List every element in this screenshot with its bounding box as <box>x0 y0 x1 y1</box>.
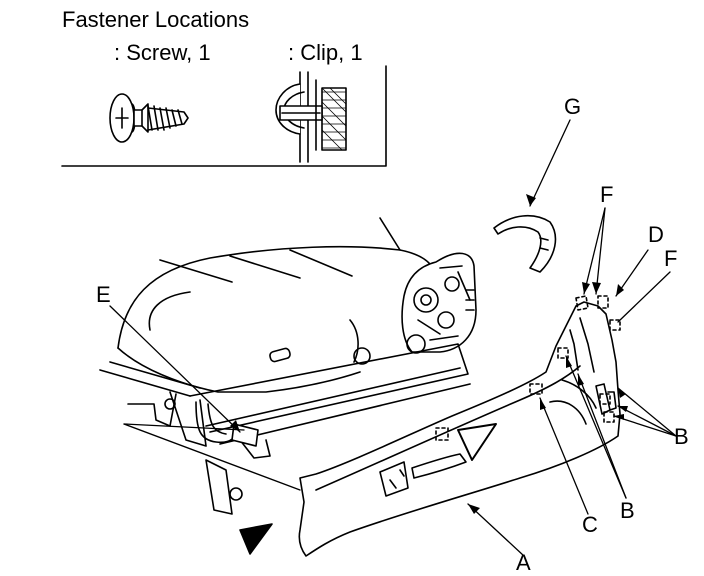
callout-g: G <box>564 94 582 119</box>
callout-b-lower: B <box>620 498 635 523</box>
clip-icon <box>275 71 347 163</box>
legend-title: Fastener Locations <box>62 7 250 32</box>
callout-d: D <box>648 222 664 247</box>
callout-e: E <box>96 282 111 307</box>
leader-lines <box>109 119 677 557</box>
recliner-mechanism <box>353 252 477 365</box>
seat-track <box>127 343 471 515</box>
callout-f-right: F <box>664 246 678 271</box>
callout-f-upper: F <box>600 182 614 207</box>
screw-icon <box>109 93 189 143</box>
clip-legend-label: : Clip, 1 <box>288 40 363 65</box>
hinge-cover <box>493 215 557 273</box>
legend-frame <box>61 65 387 167</box>
callout-c: C <box>582 512 598 537</box>
seat-cushion <box>99 217 435 397</box>
view-arrows <box>239 423 497 555</box>
leader-arrowheads <box>230 194 628 514</box>
screw-legend-label: : Screw, 1 <box>114 40 211 65</box>
callout-b-upper: B <box>674 424 689 449</box>
fastener-marks <box>435 295 621 441</box>
callout-a: A <box>516 550 531 575</box>
